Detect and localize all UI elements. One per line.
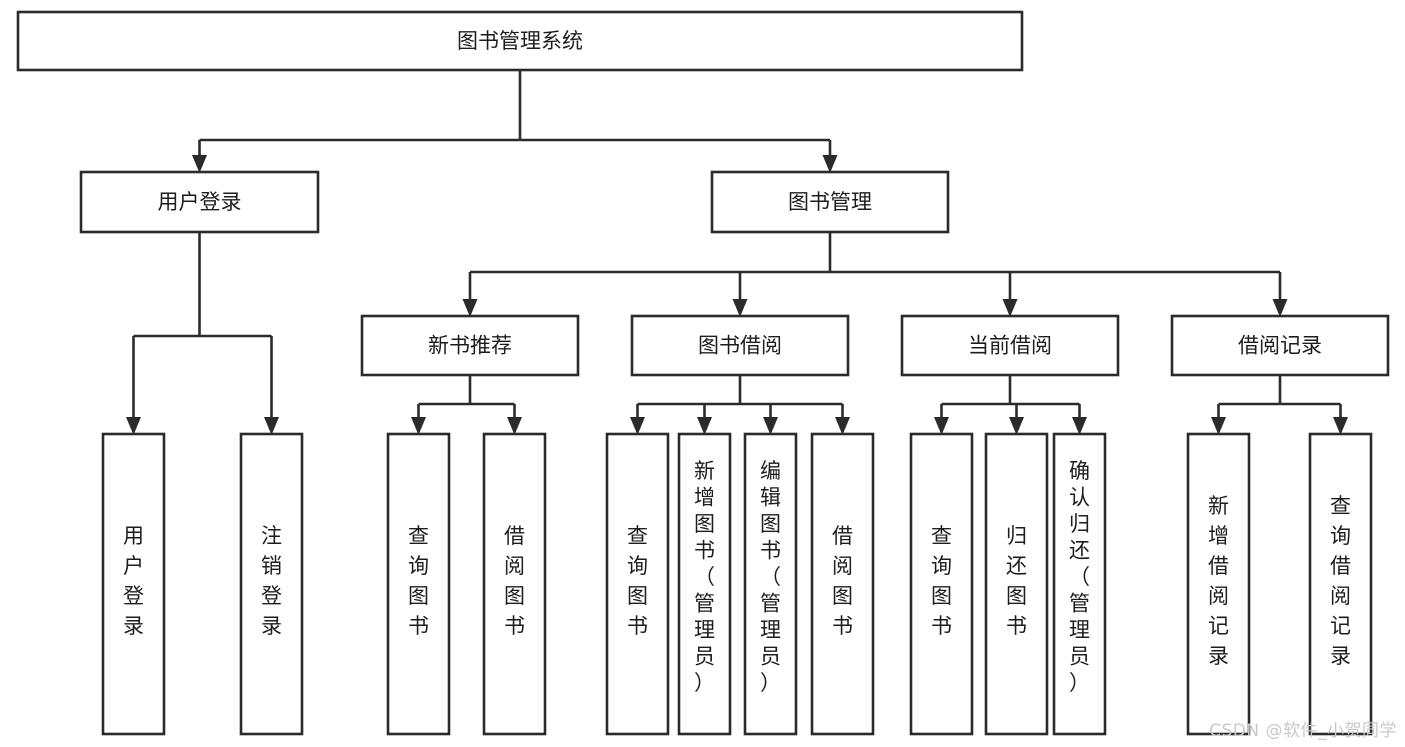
node-label: 新增图书（管理员）: [694, 459, 715, 695]
node-box[interactable]: [909, 432, 974, 736]
arrow-head: [264, 417, 279, 435]
node-leaf11[interactable]: 确认归还（管理员）: [1052, 432, 1107, 736]
node-label: 新增借阅记录: [1208, 494, 1229, 668]
node-leaf10[interactable]: 归还图书: [984, 432, 1049, 736]
arrow-head: [411, 417, 426, 435]
node-box[interactable]: [79, 170, 320, 234]
node-leaf9[interactable]: 查询图书: [909, 432, 974, 736]
node-label: 用户登录: [158, 190, 242, 214]
arrow-head: [1272, 299, 1288, 317]
connector-group: [934, 375, 1087, 435]
arrow-head: [192, 155, 207, 173]
node-box[interactable]: [239, 432, 304, 736]
node-label: 当前借阅: [968, 334, 1052, 358]
arrow-head: [462, 299, 478, 317]
node-box[interactable]: [16, 10, 1024, 72]
arrow-head: [630, 417, 645, 435]
node-l3c[interactable]: 当前借阅: [900, 314, 1120, 377]
arrow-head: [1072, 417, 1087, 435]
node-box[interactable]: [710, 170, 950, 234]
arrow-head: [126, 417, 141, 435]
node-l2b[interactable]: 图书管理: [710, 170, 950, 234]
node-box[interactable]: [101, 432, 166, 736]
node-label: 图书管理系统: [457, 29, 583, 53]
node-box[interactable]: [677, 432, 732, 736]
node-leaf7[interactable]: 编辑图书（管理员）: [743, 432, 798, 736]
connector-group: [126, 232, 279, 435]
node-label: 借阅记录: [1238, 334, 1322, 358]
node-label: 借阅图书: [832, 524, 853, 638]
node-label: 图书管理: [788, 190, 872, 214]
node-box[interactable]: [810, 432, 875, 736]
node-layer: 图书管理系统用户登录图书管理新书推荐图书借阅当前借阅借阅记录用户登录注销登录查询…: [16, 10, 1390, 736]
node-label: 归还图书: [1006, 524, 1027, 638]
node-label: 查询图书: [931, 524, 952, 638]
node-box[interactable]: [743, 432, 798, 736]
node-box[interactable]: [1170, 314, 1390, 377]
node-box[interactable]: [1308, 432, 1373, 736]
arrow-head: [732, 299, 748, 317]
node-leaf4[interactable]: 借阅图书: [482, 432, 547, 736]
node-l3d[interactable]: 借阅记录: [1170, 314, 1390, 377]
node-box[interactable]: [1186, 432, 1251, 736]
node-label: 注销登录: [261, 524, 282, 638]
node-leaf1[interactable]: 用户登录: [101, 432, 166, 736]
node-label: 查询图书: [627, 524, 648, 638]
node-leaf8[interactable]: 借阅图书: [810, 432, 875, 736]
connector-group: [1211, 375, 1348, 435]
node-label: 用户登录: [123, 524, 144, 638]
node-leaf2[interactable]: 注销登录: [239, 432, 304, 736]
node-leaf6[interactable]: 新增图书（管理员）: [677, 432, 732, 736]
node-box[interactable]: [1052, 432, 1107, 736]
arrow-head: [507, 417, 522, 435]
node-label: 查询借阅记录: [1330, 494, 1351, 668]
node-label: 图书借阅: [698, 334, 782, 358]
connector-group: [192, 70, 838, 173]
node-box[interactable]: [482, 432, 547, 736]
node-box[interactable]: [386, 432, 451, 736]
node-box[interactable]: [630, 314, 850, 377]
arrow-head: [835, 417, 850, 435]
connector-group: [462, 232, 1288, 317]
arrow-head: [1009, 417, 1024, 435]
node-box[interactable]: [360, 314, 580, 377]
node-box[interactable]: [605, 432, 670, 736]
node-box[interactable]: [900, 314, 1120, 377]
connector-group: [630, 375, 850, 435]
connector-group: [411, 375, 522, 435]
arrow-head: [697, 417, 712, 435]
node-l2a[interactable]: 用户登录: [79, 170, 320, 234]
arrow-head: [763, 417, 778, 435]
node-label: 编辑图书（管理员）: [760, 459, 781, 695]
edge-layer: [126, 70, 1348, 435]
node-l3a[interactable]: 新书推荐: [360, 314, 580, 377]
node-leaf13[interactable]: 查询借阅记录: [1308, 432, 1373, 736]
arrow-head: [822, 155, 838, 173]
arrow-head: [934, 417, 949, 435]
node-label: 确认归还（管理员）: [1069, 459, 1090, 695]
node-root[interactable]: 图书管理系统: [16, 10, 1024, 72]
node-l3b[interactable]: 图书借阅: [630, 314, 850, 377]
arrow-head: [1211, 417, 1226, 435]
arrow-head: [1333, 417, 1348, 435]
node-leaf5[interactable]: 查询图书: [605, 432, 670, 736]
node-label: 查询图书: [408, 524, 429, 638]
node-leaf12[interactable]: 新增借阅记录: [1186, 432, 1251, 736]
arrow-head: [1002, 299, 1018, 317]
node-leaf3[interactable]: 查询图书: [386, 432, 451, 736]
node-label: 新书推荐: [428, 334, 512, 358]
node-box[interactable]: [984, 432, 1049, 736]
node-label: 借阅图书: [504, 524, 525, 638]
